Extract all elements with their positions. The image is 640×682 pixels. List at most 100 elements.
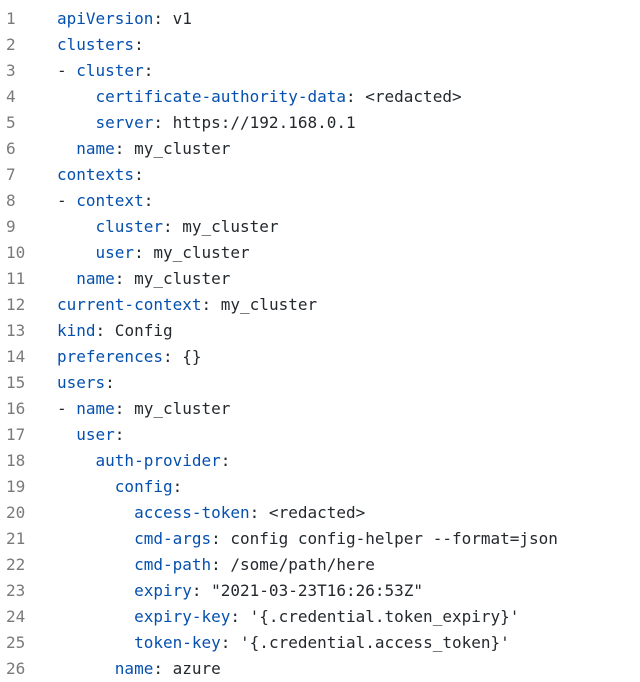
line-number: 6 [6,139,16,158]
key-separator: : [134,165,144,184]
indent [57,659,115,678]
key-separator: : [211,555,221,574]
code-line: 25 token-key: '{.credential.access_token… [0,630,640,656]
code-text: user: my_cluster [34,240,250,266]
key-separator: : [114,425,125,444]
yaml-key: user [76,425,115,444]
yaml-value: '{.credential.access_token}' [230,633,510,652]
code-text: certificate-authority-data: <redacted> [34,84,462,110]
code-line: 10 user: my_cluster [0,240,640,266]
code-line: 3- cluster: [0,58,640,84]
key-separator: : [172,477,183,496]
yaml-key: user [95,243,135,262]
yaml-key: context [76,191,144,210]
line-number: 12 [6,295,26,314]
line-number: 16 [6,399,26,418]
key-separator: : [201,295,212,314]
line-number: 5 [6,113,16,132]
yaml-value: my_cluster [124,269,231,288]
key-separator: : [153,9,163,28]
line-number: 22 [6,555,26,574]
line-number: 8 [6,191,16,210]
line-number: 4 [6,87,16,106]
key-separator: : [143,61,154,80]
yaml-key: cluster [76,61,144,80]
indent [57,581,134,600]
key-separator: : [114,269,125,288]
line-number: 18 [6,451,26,470]
yaml-value: my_cluster [172,217,279,236]
code-text: expiry-key: '{.credential.token_expiry}' [34,604,519,630]
yaml-value: https://192.168.0.1 [162,113,356,132]
key-separator: : [220,633,231,652]
code-text: expiry: "2021-03-23T16:26:53Z" [34,578,423,604]
indent [57,555,134,574]
code-text: token-key: '{.credential.access_token}' [34,630,510,656]
code-line: 23 expiry: "2021-03-23T16:26:53Z" [0,578,640,604]
code-line: 22 cmd-path: /some/path/here [0,552,640,578]
yaml-key: name [76,139,115,158]
list-dash: - [57,61,77,80]
indent [57,87,96,106]
key-separator: : [95,321,106,340]
code-text: cluster: my_cluster [34,214,279,240]
code-line: 16- name: my_cluster [0,396,640,422]
code-line: 21 cmd-args: config config-helper --form… [0,526,640,552]
yaml-value: <redacted> [355,87,462,106]
indent [57,477,115,496]
key-separator: : [134,243,144,262]
key-separator: : [162,217,173,236]
indent [57,113,96,132]
code-line: 26 name: azure [0,656,640,682]
line-number: 19 [6,477,26,496]
yaml-value: my_cluster [211,295,318,314]
yaml-key: server [95,113,154,132]
line-number: 13 [6,321,26,340]
key-separator: : [345,87,356,106]
line-number: 24 [6,607,26,626]
line-number: 26 [6,659,26,678]
indent [57,503,134,522]
key-separator: : [230,607,241,626]
code-text: contexts: [34,162,144,188]
list-dash: - [57,191,77,210]
key-separator: : [220,451,231,470]
code-text: users: [34,370,115,396]
indent [57,451,96,470]
yaml-key: token-key [134,633,221,652]
code-line: 19 config: [0,474,640,500]
indent [57,269,76,288]
code-text: server: https://192.168.0.1 [34,110,356,136]
code-text: auth-provider: [34,448,231,474]
yaml-key: cmd-args [134,529,212,548]
yaml-key: certificate-authority-data [95,87,346,106]
key-separator: : [249,503,260,522]
key-separator: : [105,373,115,392]
code-text: user: [34,422,124,448]
indent [57,633,134,652]
line-number: 23 [6,581,26,600]
code-line: 5 server: https://192.168.0.1 [0,110,640,136]
yaml-key: config [114,477,173,496]
code-text: cmd-args: config config-helper --format=… [34,526,558,552]
key-separator: : [153,659,163,678]
line-number: 10 [6,243,26,262]
line-number: 17 [6,425,26,444]
yaml-value: {} [172,347,202,366]
yaml-key: apiVersion [57,9,154,28]
code-line: 20 access-token: <redacted> [0,500,640,526]
line-number: 20 [6,503,26,522]
code-text: preferences: {} [34,344,202,370]
key-separator: : [191,581,202,600]
yaml-key: name [76,399,115,418]
code-text: name: azure [34,656,221,682]
yaml-value: v1 [162,9,192,28]
indent [57,607,134,626]
code-line: 6 name: my_cluster [0,136,640,162]
line-number: 9 [6,217,16,236]
code-text: access-token: <redacted> [34,500,365,526]
